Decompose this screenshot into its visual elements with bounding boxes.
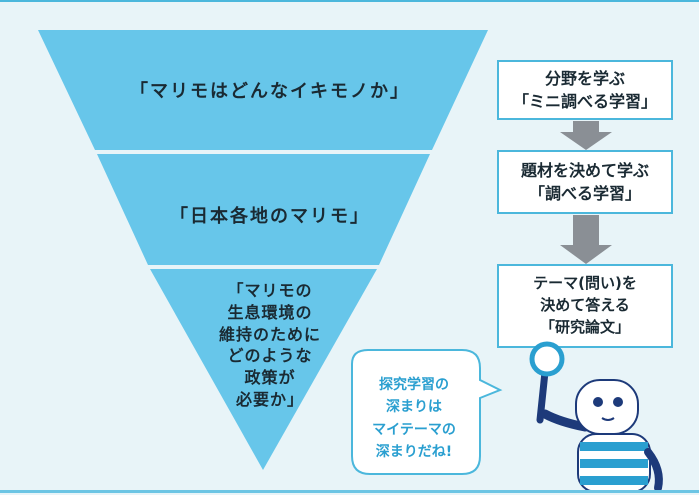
- bottom-border: [0, 490, 699, 493]
- step-line: テーマ(問い)を: [533, 274, 637, 293]
- bubble-line: マイテーマの: [372, 421, 456, 438]
- layer3-line: 政策が: [244, 368, 296, 387]
- layer3-line: どのような: [227, 346, 313, 366]
- step-line: 「研究論文」: [539, 317, 630, 336]
- pyramid-layer-1-label: 「マリモはどんなイキモノか」: [130, 81, 410, 102]
- step-box-2: 題材を決めて学ぶ 「調べる学習」: [497, 150, 673, 214]
- pyramid-layer-3: [150, 269, 377, 470]
- pyramid-layer-2-label: 「日本各地のマリモ」: [170, 206, 370, 227]
- layer3-line: 維持のために: [218, 324, 321, 344]
- step-line: 「ミニ調べる学習」: [512, 92, 657, 111]
- step-box-3: テーマ(問い)を 決めて答える 「研究論文」: [497, 264, 673, 348]
- down-arrow-icon: [560, 121, 612, 150]
- pyramid-layer-2: [97, 154, 430, 265]
- bubble-line: 深まりだね!: [375, 444, 453, 461]
- pyramid-layer-3-label: 「マリモの 生息環境の 維持のために どのような 政策が 必要か」: [170, 280, 370, 411]
- pyramid-layer-1: [38, 30, 488, 150]
- step-line: 決めて答える: [540, 296, 630, 315]
- step-box-1: 分野を学ぶ 「ミニ調べる学習」: [497, 60, 673, 120]
- layer3-line: 必要か」: [235, 389, 304, 409]
- speech-bubble-text: 探究学習の 深まりは マイテーマの 深まりだね!: [352, 374, 476, 464]
- layer3-line: 生息環境の: [227, 302, 313, 322]
- down-arrow-icon: [560, 215, 612, 264]
- step-line: 「調べる学習」: [528, 184, 641, 203]
- step-line: 分野を学ぶ: [544, 68, 625, 88]
- layer3-line: 「マリモの: [227, 281, 313, 300]
- step-line: 題材を決めて学ぶ: [520, 160, 649, 180]
- bubble-line: 深まりは: [386, 399, 442, 416]
- bubble-line: 探究学習の: [379, 377, 449, 393]
